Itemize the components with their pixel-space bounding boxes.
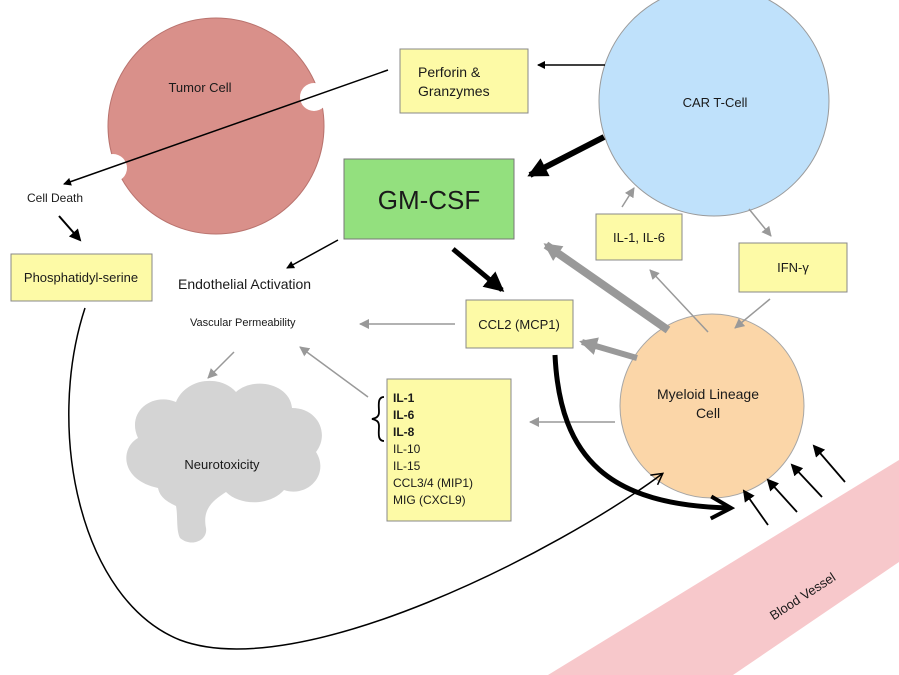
arrow-ifngamma-to-myeloid — [734, 298, 771, 329]
arrow-vascular-to-neurotoxicity — [207, 351, 235, 379]
arrow-cart-to-gmcsf — [527, 134, 606, 178]
arrow-vessel-to-myeloid-2 — [766, 478, 798, 513]
vascular-permeability-label: Vascular Permeability — [190, 317, 296, 329]
ifn-gamma-box — [738, 242, 848, 293]
tumor-cell — [107, 17, 325, 235]
arrow-perforin-to-cell-death — [63, 69, 389, 186]
tumor-pore-left — [99, 154, 127, 182]
tumor-pore-right — [300, 83, 328, 111]
blood-vessel-band — [548, 460, 899, 675]
cytokine-il6: IL-6 — [393, 408, 415, 422]
il1-il6-box — [595, 213, 683, 261]
perforin-label-line1: Perforin & — [418, 64, 481, 80]
cytokine-list-box — [386, 378, 512, 522]
arrow-myeloid-to-il1il6 — [649, 269, 709, 333]
ccl2-box — [465, 299, 574, 349]
gm-csf-label: GM-CSF — [378, 185, 481, 215]
cytokine-il8: IL-8 — [393, 425, 415, 439]
arrow-ccl2-recruitment-curve — [552, 354, 730, 508]
arrow-myeloid-to-ccl2 — [579, 337, 638, 361]
arrow-cytokines-to-vascular — [299, 346, 369, 398]
arrow-ps-to-myeloid-curve — [68, 307, 665, 650]
arrow-gmcsf-to-ccl2 — [451, 247, 505, 292]
car-t-cell — [598, 0, 830, 217]
gm-csf-box — [343, 158, 515, 240]
perforin-granzymes-box — [399, 48, 529, 114]
cytokine-il15: IL-15 — [393, 459, 421, 473]
cytokine-mig: MIG (CXCL9) — [393, 493, 466, 507]
neurotoxicity-label: Neurotoxicity — [184, 457, 260, 472]
curly-brace-icon — [371, 396, 385, 442]
cell-death-label: Cell Death — [27, 191, 83, 205]
cytokine-il10: IL-10 — [393, 442, 421, 456]
arrow-cell-death-to-ps — [58, 215, 82, 242]
cytokine-ccl34: CCL3/4 (MIP1) — [393, 476, 473, 490]
ccl2-label: CCL2 (MCP1) — [478, 317, 560, 332]
endothelial-activation-label: Endothelial Activation — [178, 276, 311, 292]
ifn-gamma-label: IFN-γ — [777, 260, 809, 275]
arrow-gmcsf-to-endothelial — [286, 239, 339, 269]
arrow-il1il6-to-cart — [621, 187, 635, 208]
myeloid-cell-label-line2: Cell — [696, 405, 720, 421]
arrow-vessel-to-myeloid-4 — [812, 444, 846, 483]
arrow-cart-to-ifngamma — [748, 208, 772, 237]
tumor-cell-label: Tumor Cell — [168, 80, 231, 95]
il1-il6-label: IL-1, IL-6 — [613, 230, 665, 245]
arrow-vessel-to-myeloid-1 — [742, 489, 769, 526]
arrow-vessel-to-myeloid-3 — [790, 463, 823, 498]
perforin-label-line2: Granzymes — [418, 83, 490, 99]
phosphatidyl-serine-label: Phosphatidyl-serine — [24, 270, 138, 285]
car-t-cell-label: CAR T-Cell — [683, 95, 748, 110]
arrow-myeloid-to-gmcsf — [543, 241, 671, 334]
phosphatidyl-serine-box — [10, 253, 153, 302]
brain-icon: Neurotoxicity — [126, 380, 322, 543]
cytokine-il1: IL-1 — [393, 391, 415, 405]
myeloid-cell-label-line1: Myeloid Lineage — [657, 386, 759, 402]
